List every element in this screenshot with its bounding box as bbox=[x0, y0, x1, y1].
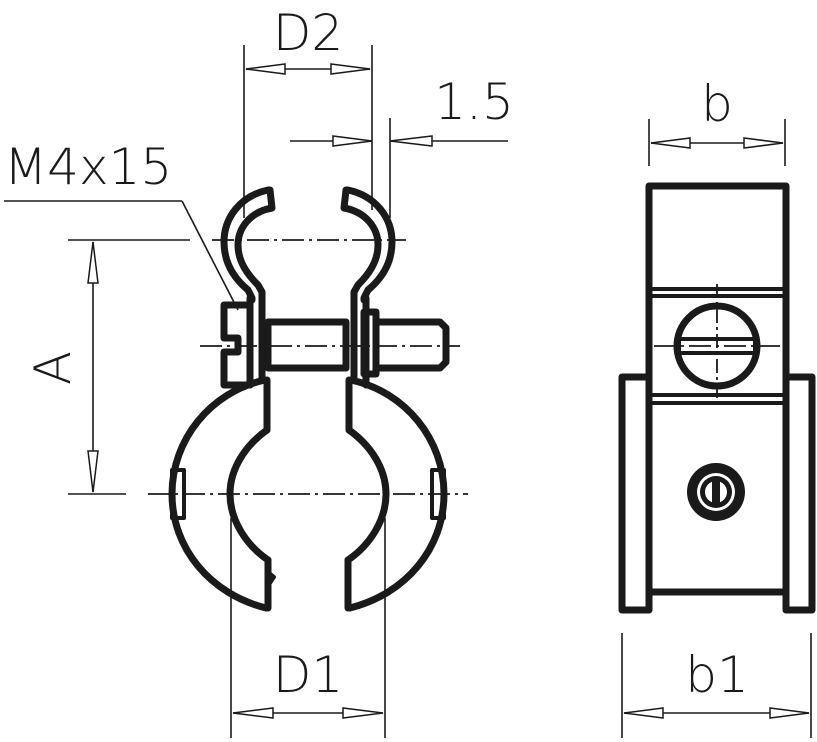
screw-head-side bbox=[654, 284, 780, 408]
label-d1: D1 bbox=[273, 646, 343, 704]
side-view: b b1 bbox=[618, 75, 816, 738]
dimension-b: b bbox=[648, 75, 786, 166]
label-screw: M4x15 bbox=[4, 138, 172, 196]
front-view: A D2 1.5 M4x15 bbox=[4, 4, 514, 738]
label-a: A bbox=[24, 351, 82, 385]
dimension-d2: D2 bbox=[243, 4, 373, 218]
label-b: b bbox=[701, 75, 733, 133]
dimension-d1: D1 bbox=[230, 518, 386, 738]
dimension-b1: b1 bbox=[621, 633, 812, 738]
flange-right bbox=[782, 373, 816, 614]
dimension-thickness: 1.5 bbox=[290, 73, 514, 218]
rivet bbox=[687, 463, 745, 521]
screw-m4x15 bbox=[220, 301, 450, 389]
label-thickness: 1.5 bbox=[434, 73, 514, 131]
label-d2: D2 bbox=[273, 4, 343, 62]
dimension-a: A bbox=[24, 239, 190, 495]
flange-left bbox=[618, 373, 653, 614]
leader-screw: M4x15 bbox=[4, 138, 239, 311]
label-b1: b1 bbox=[685, 646, 749, 704]
